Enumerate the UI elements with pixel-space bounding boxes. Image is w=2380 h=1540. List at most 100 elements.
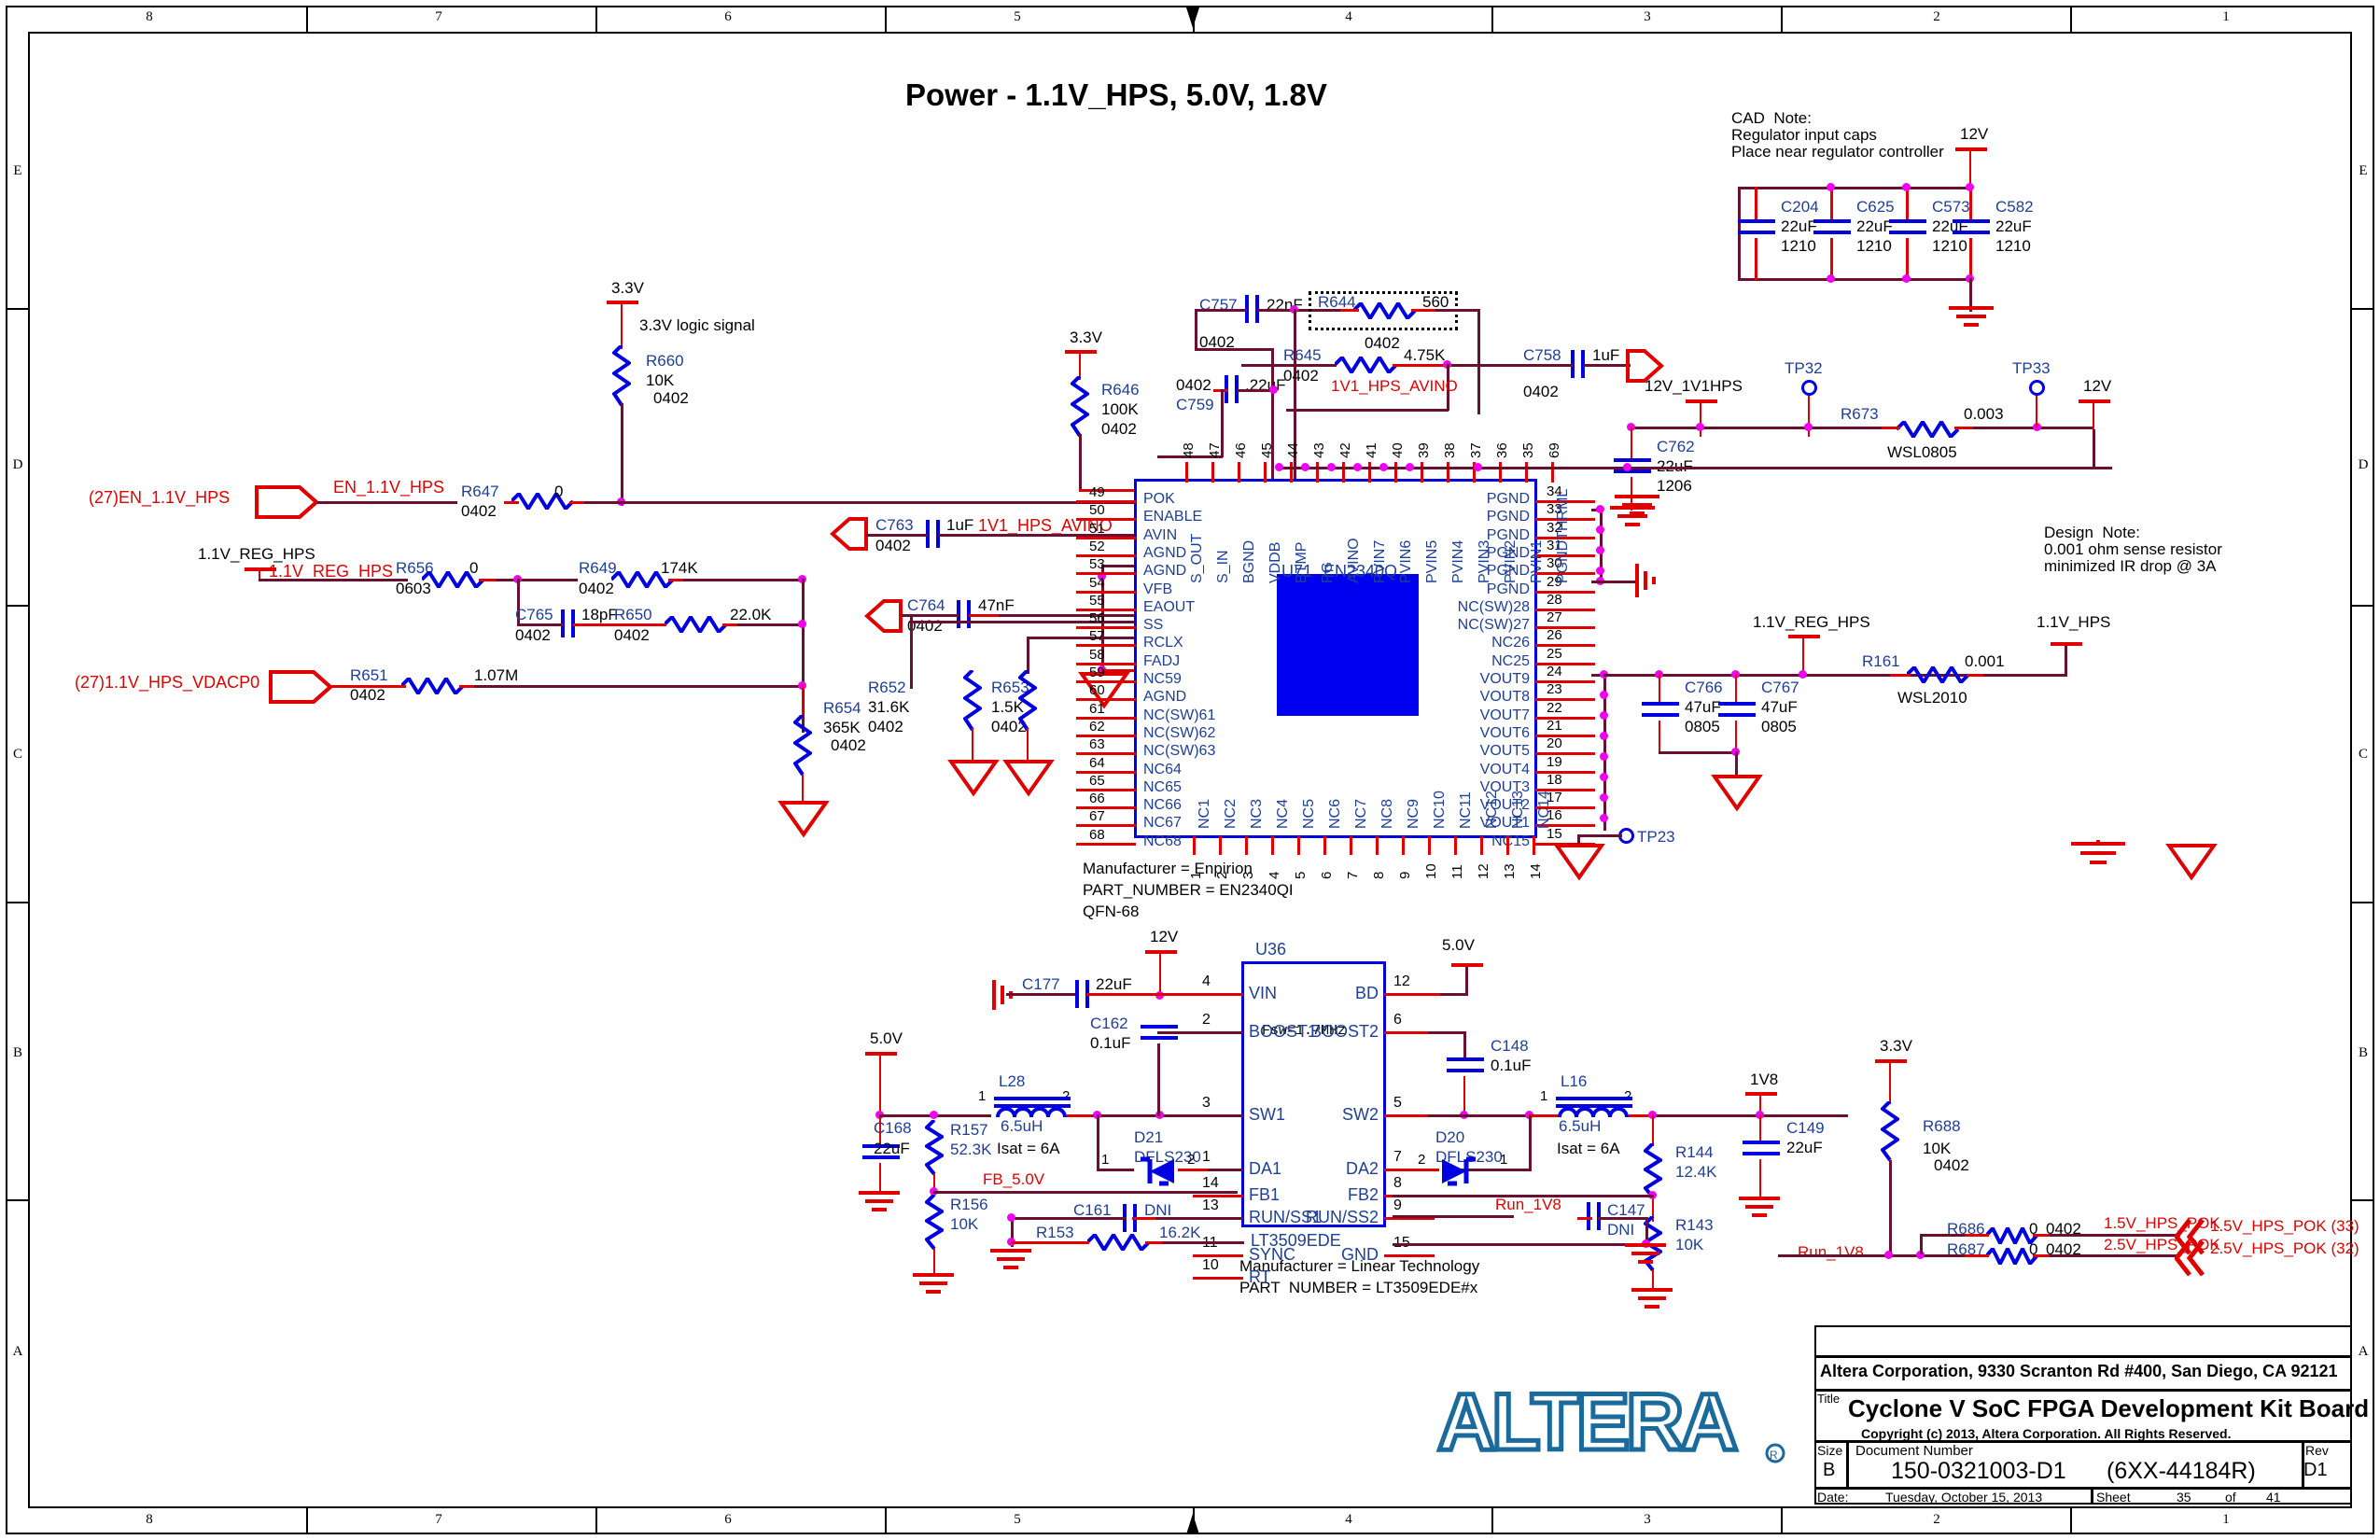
u71-pin-number: 36 — [1494, 442, 1510, 458]
junction — [1600, 773, 1608, 781]
port-arrow-left-c764-icon[interactable] — [863, 597, 903, 635]
junction — [1600, 711, 1608, 720]
resistor-r650 — [665, 616, 728, 633]
u71-pin-wire — [1454, 836, 1457, 855]
power-bar — [1145, 950, 1177, 954]
junction — [1600, 793, 1608, 802]
zone-row-E-left: E — [13, 163, 22, 178]
port-arrow-left-avino-icon[interactable] — [829, 515, 868, 553]
u71-pin-number: 68 — [1089, 826, 1105, 843]
wire-12v-bus — [1496, 467, 2112, 469]
c758-pkg: 0402 — [1523, 383, 1559, 400]
u71-pin-name: NC(SW)63 — [1143, 743, 1216, 760]
r652-pkg: 0402 — [868, 718, 903, 735]
wire — [496, 579, 578, 581]
wire — [479, 579, 499, 581]
center-arrow-bottom-icon — [1186, 1514, 1199, 1534]
port-arrow-en-icon[interactable] — [255, 483, 320, 521]
wire — [459, 685, 480, 688]
wire — [1086, 993, 1161, 996]
u36-pin-name: DA1 — [1249, 1159, 1282, 1178]
u36-pin-number: 9 — [1393, 1197, 1402, 1213]
ic-u71-thermal-pad — [1277, 574, 1419, 716]
u71-pin-name: NC5 — [1301, 798, 1317, 829]
u36-pin-number: 3 — [1202, 1095, 1211, 1111]
u71-pin-name: PGND — [1486, 509, 1530, 525]
u71-pin-name: PVIN3 — [1477, 539, 1492, 583]
frame-tick — [6, 605, 30, 607]
wire — [1629, 1114, 1657, 1117]
r660-pkg: 0402 — [653, 389, 689, 407]
u71-pin-number: 45 — [1259, 442, 1275, 458]
c767-val: 47uF — [1761, 698, 1798, 716]
u71-pin-number: 6 — [1319, 871, 1335, 879]
junction — [1902, 274, 1911, 283]
tp23-ref: TP23 — [1637, 828, 1675, 846]
r656-pkg: 0603 — [396, 580, 431, 597]
wire — [999, 614, 1155, 617]
port-label-dacp0: (27)1.1V_HPS_VDACP0 — [75, 673, 260, 692]
wire — [1386, 1031, 1433, 1034]
wire — [1759, 1092, 1761, 1118]
u71-pin-number: 22 — [1547, 699, 1562, 716]
u36-pin-wire — [1193, 1195, 1243, 1197]
zone-row-B-left: B — [12, 1045, 22, 1060]
c168-val: 22uF — [874, 1140, 910, 1157]
ground-symbol-icon — [2071, 840, 2125, 864]
power-bar — [2051, 642, 2082, 646]
net-12v-1v1hps: 12V_1V1HPS — [1645, 377, 1743, 395]
u71-pin-name: NC25 — [1491, 652, 1530, 669]
r673-ref: R673 — [1841, 405, 1879, 423]
frame-tick — [1491, 1508, 1493, 1533]
title-block-divider — [2091, 1487, 2093, 1505]
junction — [1916, 1251, 1925, 1259]
wire — [1159, 950, 1161, 995]
wire — [901, 614, 959, 617]
cad-note: CAD Note: Regulator input caps Place nea… — [1731, 109, 1944, 161]
wire — [802, 775, 804, 805]
wire — [259, 579, 408, 581]
u71-pin-name: PGND — [1486, 563, 1530, 580]
wire — [1386, 993, 1442, 996]
wire — [939, 534, 1154, 537]
title-block-divider — [1846, 1440, 1849, 1487]
c204-val: 22uF — [1781, 217, 1817, 235]
u71-pin-wire — [1076, 626, 1136, 630]
u71-pin-number: 20 — [1547, 735, 1562, 752]
testpoint-tp33[interactable] — [2029, 380, 2045, 396]
port-arrow-dacp0-icon[interactable] — [269, 668, 334, 706]
r156-ref: R156 — [950, 1196, 988, 1213]
r157-val: 52.3K — [950, 1141, 992, 1158]
u36-pin-wire — [1193, 1254, 1243, 1257]
title-block-divider — [2302, 1440, 2304, 1487]
u71-pin-wire — [1076, 536, 1136, 539]
ic-u36[interactable] — [1241, 961, 1386, 1227]
u71-pin-wire — [1535, 716, 1595, 720]
tp32-ref: TP32 — [1785, 359, 1823, 377]
wire — [802, 685, 804, 719]
r686-val: 0 — [2029, 1220, 2038, 1238]
u71-pin-name: AGND — [1143, 563, 1187, 580]
wire — [1477, 309, 1480, 414]
u71-ref: U71 — [1281, 562, 1313, 581]
zone-col-5-top: 5 — [1014, 9, 1021, 24]
l28-val: 6.5uH — [1001, 1117, 1043, 1135]
u36-pin-name: SW2 — [1341, 1105, 1379, 1124]
title-label: Title — [1817, 1392, 1841, 1406]
u36-pin-number: 8 — [1393, 1175, 1402, 1191]
net-run-1v8-b: Run_1V8 — [1798, 1243, 1864, 1261]
u71-pin-wire — [1076, 788, 1136, 791]
l16-isat: Isat = 6A — [1557, 1140, 1620, 1157]
u71-pin-wire — [1323, 836, 1326, 855]
testpoint-tp32[interactable] — [1801, 380, 1817, 396]
port-arrow-pok25-icon[interactable] — [2175, 1239, 2208, 1279]
u71-pin-wire — [1076, 824, 1136, 828]
wire — [1067, 1114, 1099, 1117]
wire — [1435, 309, 1480, 312]
r161-val: 0.001 — [1965, 652, 2005, 670]
u71-pin-wire — [1368, 462, 1371, 483]
u71-pin-wire — [1551, 462, 1554, 483]
capacitor-c763 — [926, 520, 941, 550]
u36-pin-number: 5 — [1393, 1095, 1402, 1111]
power-bar — [2079, 399, 2110, 403]
